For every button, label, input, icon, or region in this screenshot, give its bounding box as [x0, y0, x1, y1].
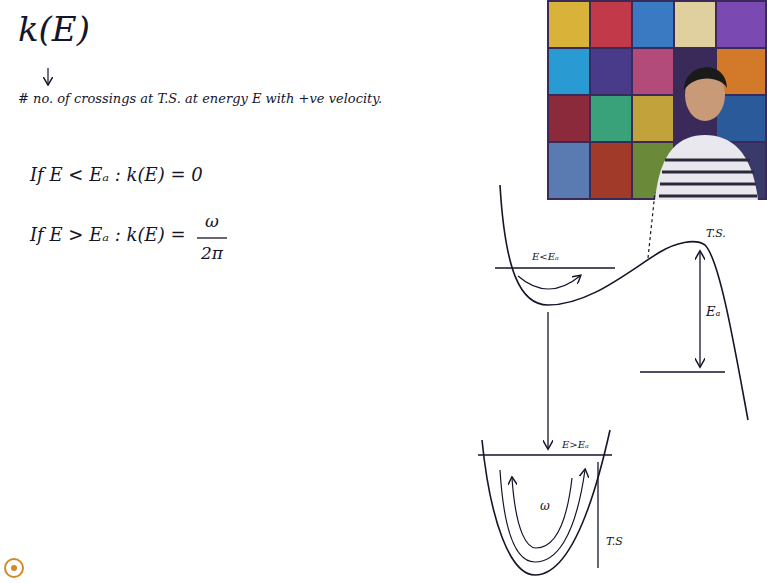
transition-state-label: T.S: [606, 536, 623, 549]
condition-line: If E < Eₐ : k(E) = 0: [30, 165, 203, 186]
frequency-label: ω: [538, 500, 552, 514]
video-inset: [547, 0, 767, 200]
energy-label: E>Eₐ: [560, 439, 591, 451]
fraction-denominator: 2π: [201, 244, 223, 264]
transition-state-label: T.S.: [706, 228, 726, 241]
fraction-numerator: ω: [205, 212, 219, 232]
definition-note: # no. of crossings at T.S. at energy E w…: [18, 92, 382, 107]
activation-energy-label: Eₐ: [706, 305, 720, 320]
energy-label: E<Eₐ: [530, 251, 561, 263]
condition-line: If E > Eₐ : k(E) =: [30, 225, 185, 246]
slide-title: k(E): [18, 10, 90, 49]
